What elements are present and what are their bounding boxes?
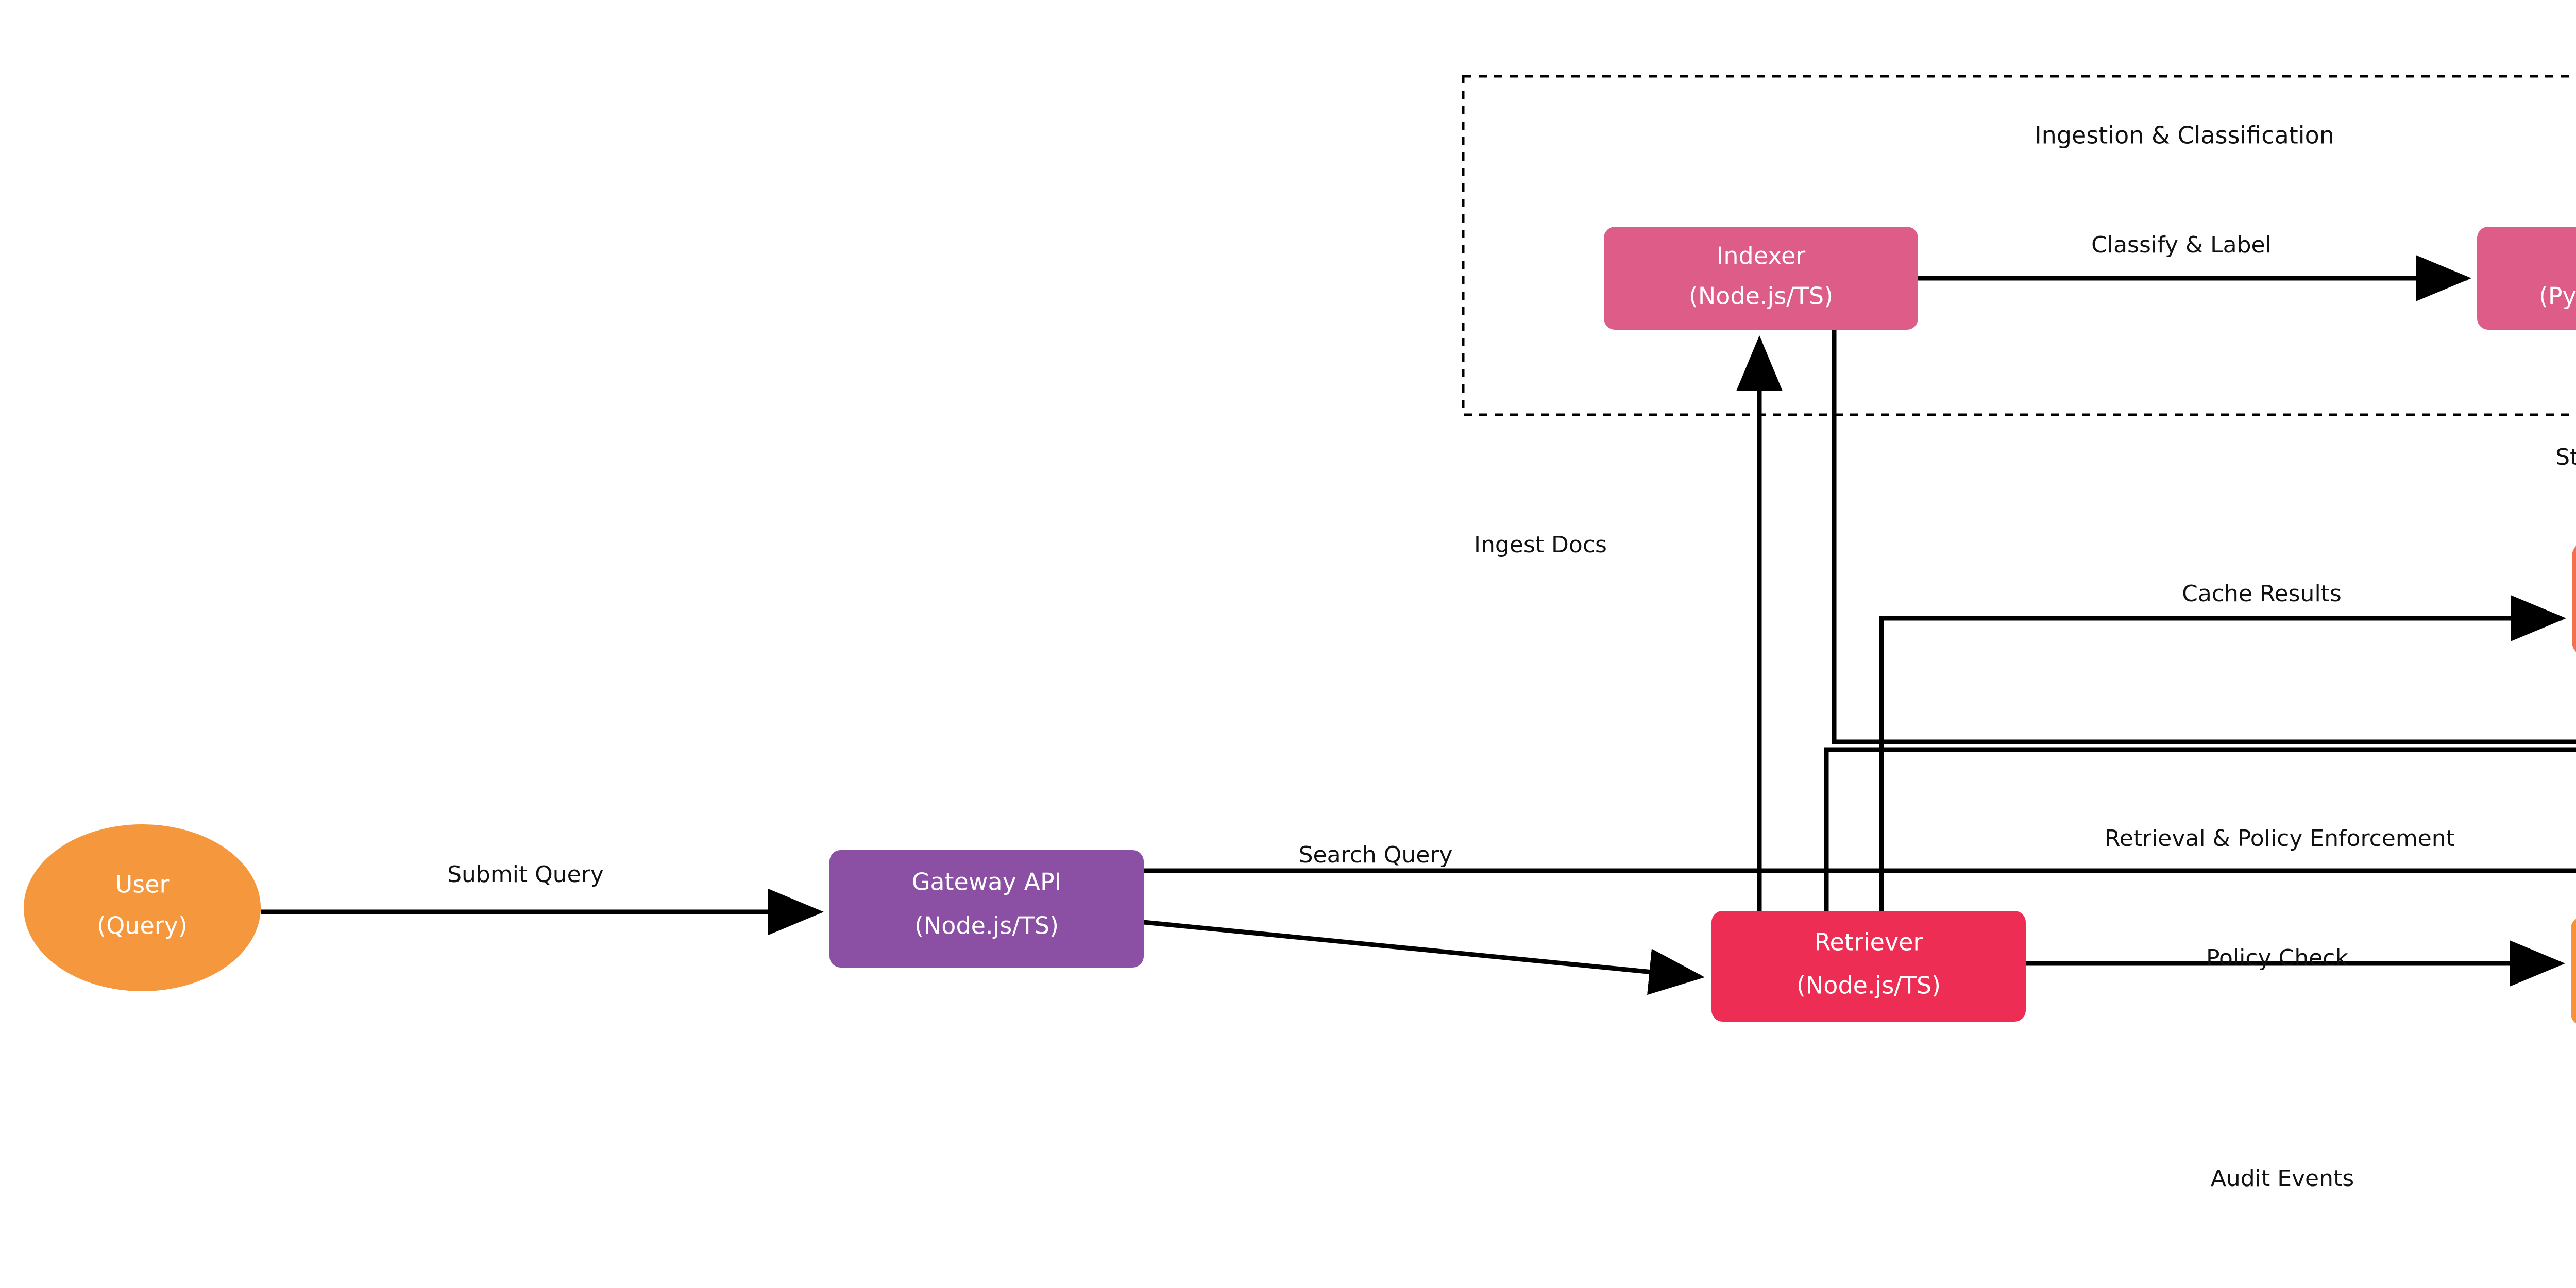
node-indexer[interactable]: Indexer (Node.js/TS) <box>1604 227 1918 330</box>
edge-retrieval-policy-line <box>1143 920 1705 995</box>
node-classifier[interactable]: Classifier (Python/FastAPI) <box>2477 227 2576 330</box>
node-retriever-line-2: (Node.js/TS) <box>1797 972 1941 999</box>
node-indexer-line-2: (Node.js/TS) <box>1689 282 1833 310</box>
node-classifier-line-2: (Python/FastAPI) <box>2539 282 2576 310</box>
group-ingestion-title: Ingestion & Classification <box>2035 122 2334 149</box>
node-retriever[interactable]: Retriever (Node.js/TS) <box>1711 911 2026 1022</box>
edge-vector-search-line <box>1824 747 2576 911</box>
edge-label-retrieval-policy-enforcement: Retrieval & Policy Enforcement <box>2105 825 2455 852</box>
node-gateway-api-line-1: Gateway API <box>912 868 1062 896</box>
node-user-line-1: User <box>115 871 170 899</box>
node-policy-decision-point[interactable]: Policy Decision Point (OPA/Cedar) <box>2571 917 2576 1025</box>
edge-cache-results-line <box>1879 595 2566 911</box>
node-classifier-shape[interactable] <box>2477 227 2576 330</box>
node-redis[interactable]: Redis (Cache, Sessions) <box>2572 541 2576 657</box>
node-user-line-2: (Query) <box>97 912 188 940</box>
node-redis-shape[interactable] <box>2572 541 2576 657</box>
node-gateway-api-shape[interactable] <box>829 850 1144 968</box>
group-ingestion-classification: Ingestion & Classification <box>1462 75 2576 416</box>
node-user[interactable]: User (Query) <box>24 824 261 991</box>
node-indexer-shape[interactable] <box>1604 227 1918 330</box>
node-gateway-api-line-2: (Node.js/TS) <box>914 912 1059 940</box>
edge-label-classify-label: Classify & Label <box>2091 232 2272 258</box>
node-retriever-line-1: Retriever <box>1815 928 1923 956</box>
edge-label-submit-query: Submit Query <box>447 861 604 888</box>
edge-label-cache-results: Cache Results <box>2182 581 2342 607</box>
edge-label-audit-events: Audit Events <box>2211 1165 2354 1192</box>
edge-label-search-query: Search Query <box>1299 842 1453 868</box>
node-user-shape[interactable] <box>24 824 261 991</box>
node-retriever-shape[interactable] <box>1711 911 2026 1022</box>
edge-label-policy-check: Policy Check <box>2206 945 2348 971</box>
edge-label-ingest-docs: Ingest Docs <box>1474 532 1607 558</box>
node-gateway-api[interactable]: Gateway API (Node.js/TS) <box>829 850 1144 968</box>
node-policy-decision-point-shape[interactable] <box>2571 917 2576 1025</box>
edge-labels: Submit Query Search Query Ingest Docs Cl… <box>447 232 2576 1192</box>
group-ingestion-border <box>1462 75 2576 416</box>
edge-label-store-embeddings-chunks: Store Embeddings & Chunks <box>2555 444 2576 470</box>
edge-store-embeddings-line <box>1832 330 2576 744</box>
node-indexer-line-1: Indexer <box>1717 242 1806 270</box>
